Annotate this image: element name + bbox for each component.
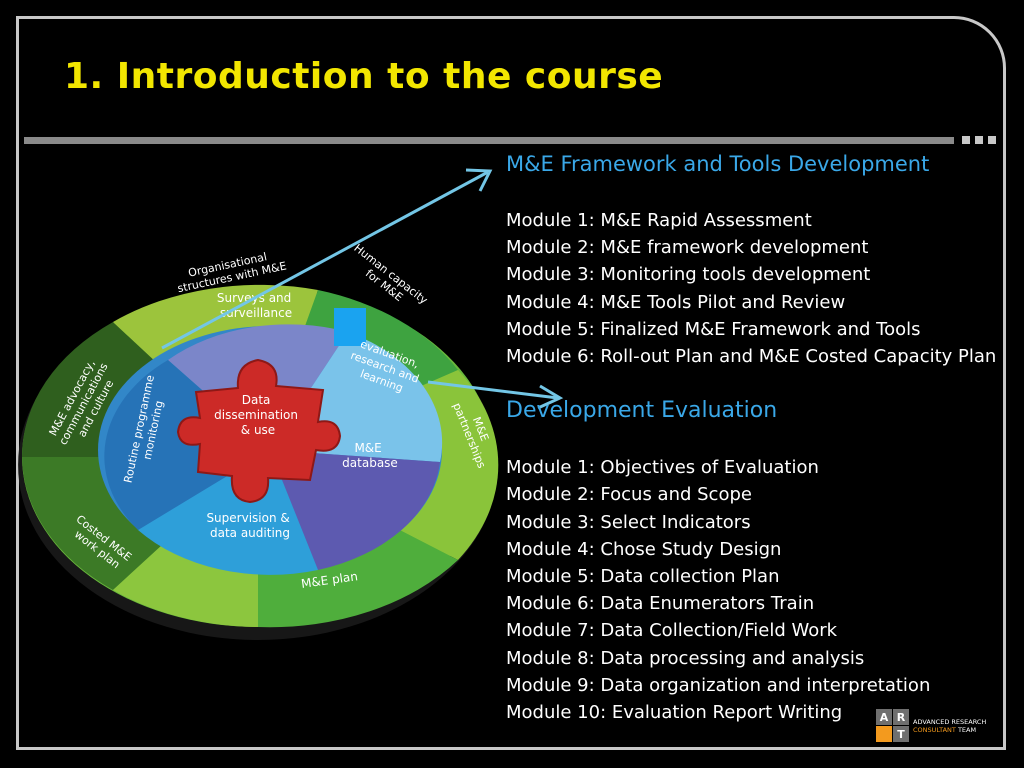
me-system-puzzle-diagram: Data dissemination & use Organisational …	[18, 168, 564, 640]
surveys-label: Surveys and surveillance	[217, 291, 295, 320]
list-item: Module 1: M&E Rapid Assessment	[506, 210, 812, 231]
list-item: Module 6: Data Enumerators Train	[506, 593, 815, 615]
evaluation-module-list: Module 1: Objectives of Evaluation Modul…	[506, 454, 1021, 726]
list-item: Module 8: Data processing and analysis	[506, 647, 865, 669]
logo-letter-t: T	[893, 726, 909, 742]
framework-module-list: Module 1: M&E Rapid Assessment Module 2:…	[506, 207, 1021, 370]
list-item: Module 4: M&E Tools Pilot and Review	[506, 291, 846, 313]
list-item: Module 9: Data organization and interpre…	[506, 674, 931, 696]
slide-frame	[16, 16, 1006, 750]
course-content: M&E Framework and Tools Development Modu…	[506, 150, 1021, 726]
list-item: Module 3: Monitoring tools development	[506, 264, 871, 286]
slide-title: 1. Introduction to the course	[64, 56, 664, 97]
supervision-label: Supervision & data auditing	[206, 511, 293, 540]
database-piece	[270, 450, 440, 570]
list-item: Module 1: Objectives of Evaluation	[506, 457, 819, 479]
supervision-piece	[138, 450, 318, 575]
list-item: Module 4: Chose Study Design	[506, 538, 782, 560]
framework-heading: M&E Framework and Tools Development	[506, 152, 930, 176]
list-item: Module 5: Finalized M&E Framework and To…	[506, 318, 921, 340]
arrowhead-evaluation	[537, 384, 564, 410]
list-item: Module 2: M&E framework development	[506, 237, 869, 259]
list-item: Module 6: Roll-out Plan and M&E Costed C…	[506, 346, 997, 368]
list-item: Module 3: Select Indicators	[506, 511, 751, 533]
divider-dots	[962, 136, 996, 144]
center-label: Data dissemination & use	[214, 393, 302, 437]
highlight-square	[334, 308, 366, 346]
database-label: M&E database	[342, 441, 398, 470]
arrowhead-framework	[465, 168, 493, 192]
logo-line-1: ADVANCED RESEARCH	[913, 717, 987, 726]
logo-letter-r: R	[893, 709, 909, 725]
logo-mark: A R T	[876, 709, 909, 742]
list-item: Module 10: Evaluation Report Writing	[506, 702, 843, 724]
list-item: Module 2: Focus and Scope	[506, 484, 752, 506]
list-item: Module 7: Data Collection/Field Work	[506, 620, 838, 642]
arrow-to-framework	[161, 170, 489, 350]
logo-line-2: CONSULTANT TEAM	[913, 725, 977, 734]
title-divider	[24, 137, 954, 144]
logo-orange-block	[876, 726, 892, 742]
arrow-to-evaluation	[427, 380, 559, 400]
logo-text: ADVANCED RESEARCH CONSULTANT TEAM	[913, 718, 986, 734]
center-piece	[176, 358, 342, 504]
list-item: Module 5: Data collection Plan	[506, 566, 780, 588]
logo-letter-a: A	[876, 709, 892, 725]
art-logo: A R T ADVANCED RESEARCH CONSULTANT TEAM	[876, 709, 986, 742]
evaluation-heading: Development Evaluation	[506, 398, 778, 424]
